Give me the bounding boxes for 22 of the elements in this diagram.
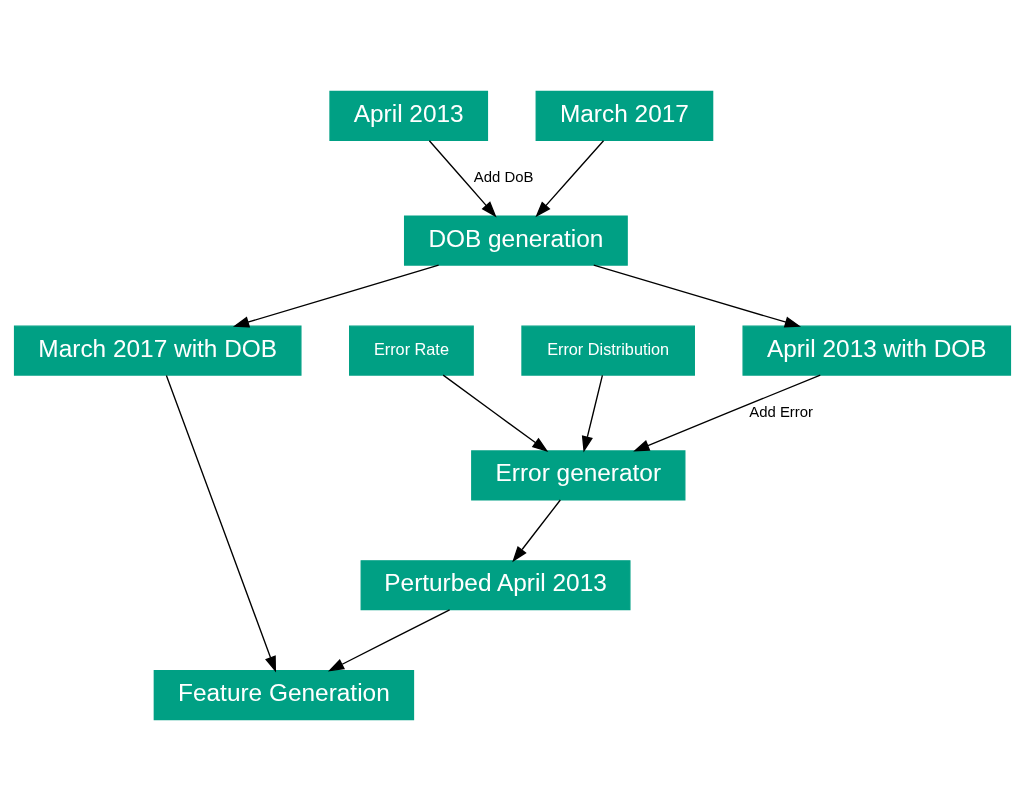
arrow — [165, 374, 276, 673]
arrow — [534, 140, 604, 218]
edge-label: Add Error — [748, 402, 813, 420]
node-box: April 2013 with DOB — [741, 325, 1011, 376]
node-box: March 2017 with DOB — [13, 325, 302, 376]
arrow — [632, 374, 821, 452]
arrow — [428, 140, 497, 218]
arrow — [327, 609, 450, 672]
node-box: Error generator — [470, 450, 685, 501]
node-box: March 2017 — [535, 90, 713, 141]
arrow — [232, 264, 439, 328]
node-box: Error Distribution — [520, 325, 695, 376]
node-box: Feature Generation — [153, 670, 414, 721]
arrow — [442, 374, 548, 453]
node-box: DOB generation — [403, 215, 628, 266]
node-box: April 2013 — [328, 90, 488, 141]
arrow — [581, 374, 603, 453]
node-box: Perturbed April 2013 — [360, 560, 631, 611]
node-box: Error Rate — [348, 325, 474, 376]
arrow — [592, 264, 801, 328]
arrow — [511, 499, 561, 563]
edge-label: Add DoB — [473, 168, 534, 186]
